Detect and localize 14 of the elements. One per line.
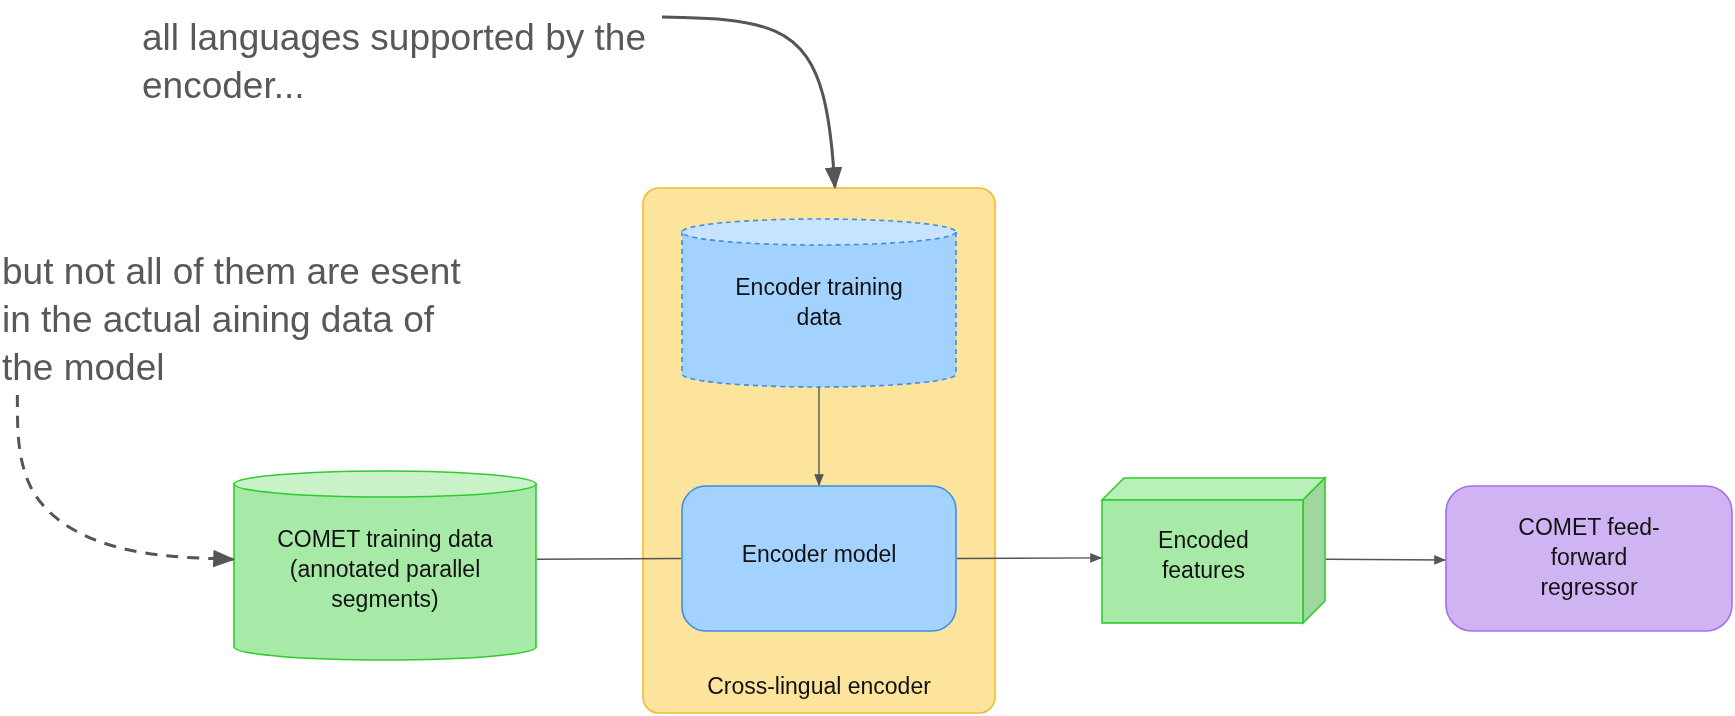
annotation-text: but not all of them are esent in the actual aining data of the model (2, 249, 462, 391)
node-label: Encoder training data (734, 273, 904, 332)
node-label: COMET feed-forward regressor (1517, 513, 1661, 602)
arrow (661, 15, 843, 190)
node-label: Encoded features (1157, 526, 1250, 585)
node-label: Encoder model (740, 540, 898, 570)
arrow (15, 395, 236, 568)
node-label: COMET training data (annotated parallel segments) (276, 525, 494, 614)
connector-line (536, 557, 682, 560)
arrow (956, 553, 1103, 563)
annotation-text: all languages supported by the encoder... (142, 15, 647, 108)
arrow (814, 386, 824, 487)
arrow (1325, 555, 1447, 565)
group-label: Cross-lingual encoder (706, 672, 932, 702)
